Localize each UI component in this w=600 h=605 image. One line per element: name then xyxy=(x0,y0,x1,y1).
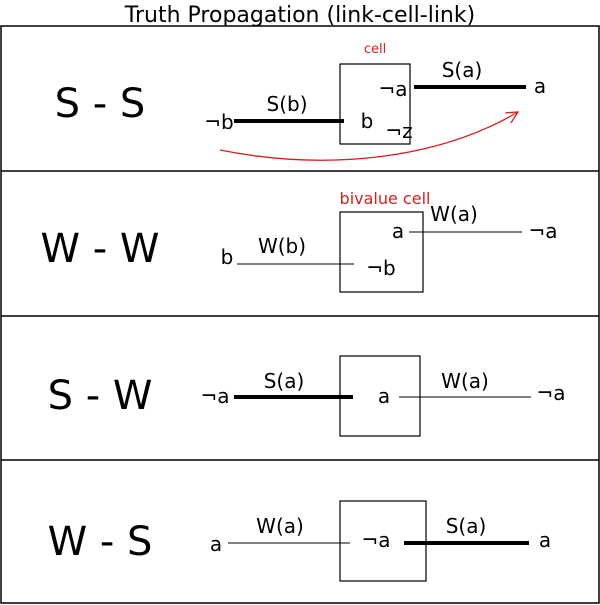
panel-label: W - S xyxy=(48,519,153,565)
panel-label: S - S xyxy=(55,81,146,127)
panel-strong-weak: S - W ¬a S(a) a W(a) ¬a xyxy=(48,355,566,437)
right-inner-candidate: ¬a xyxy=(378,77,407,101)
right-inner-candidate: a xyxy=(392,219,404,243)
panel-weak-weak: W - W bivalue cell b W(b) ¬b a W(a) ¬a xyxy=(41,189,558,293)
left-link-label: W(a) xyxy=(256,514,304,538)
left-link-label: S(a) xyxy=(264,369,305,393)
right-link-label: W(a) xyxy=(441,369,489,393)
cell-annotation: bivalue cell xyxy=(340,189,431,208)
left-link-label: W(b) xyxy=(258,234,306,258)
left-end-candidate: b xyxy=(221,245,234,269)
left-end-candidate: a xyxy=(210,532,222,556)
panel-weak-strong: W - S a W(a) ¬a S(a) a xyxy=(48,500,551,582)
right-end-candidate: ¬a xyxy=(528,219,557,243)
left-end-candidate: ¬a xyxy=(200,384,229,408)
panel-frames xyxy=(0,25,600,604)
panel-label: S - W xyxy=(48,373,153,419)
panel-label: W - W xyxy=(41,226,160,272)
left-link-label: S(b) xyxy=(267,92,308,116)
cell-box xyxy=(339,211,424,293)
cell-other-candidate: ¬z xyxy=(385,119,412,143)
right-end-candidate: a xyxy=(539,528,551,552)
left-end-candidate: ¬b xyxy=(204,110,233,134)
right-link-label: S(a) xyxy=(446,514,487,538)
left-inner-candidate: b xyxy=(361,109,374,133)
right-link-label: W(a) xyxy=(430,202,478,226)
left-inner-candidate: ¬b xyxy=(366,256,395,280)
cell-annotation: cell xyxy=(364,42,386,57)
right-end-candidate: a xyxy=(534,74,546,98)
outer-frame xyxy=(0,25,600,604)
panel-strong-strong: S - S cell ¬b S(b) b ¬z ¬a S(a) a xyxy=(55,42,546,161)
diagram-title: Truth Propagation (link-cell-link) xyxy=(124,3,475,28)
cell-box xyxy=(339,63,411,145)
right-inner-candidate: ¬a xyxy=(361,528,390,552)
right-end-candidate: ¬a xyxy=(536,381,565,405)
propagation-arrow xyxy=(219,112,518,161)
right-link-label: S(a) xyxy=(442,58,483,82)
right-inner-candidate: a xyxy=(378,384,390,408)
